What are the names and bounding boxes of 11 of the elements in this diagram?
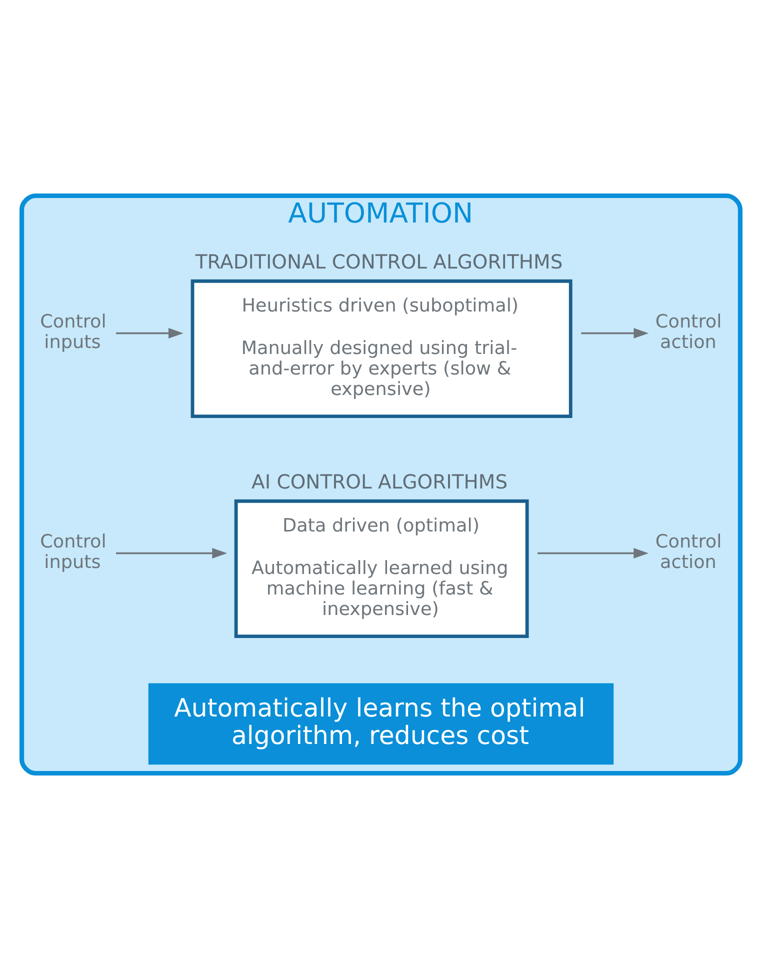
- node-text: Control action: [655, 311, 722, 353]
- node-text: Control action: [655, 531, 722, 573]
- node-box: Automatically learns the optimal algorithm, reduces cost: [148, 683, 614, 765]
- node-text: Control inputs: [40, 531, 106, 573]
- arrow: [116, 328, 184, 338]
- node-label: TRADITIONAL CONTROL ALGORITHMS: [195, 250, 563, 274]
- arrow: [116, 548, 228, 558]
- node-text: Control inputs: [40, 311, 106, 353]
- node-label: AI CONTROL ALGORITHMS: [252, 470, 508, 494]
- arrow: [538, 548, 649, 558]
- arrow: [581, 328, 649, 338]
